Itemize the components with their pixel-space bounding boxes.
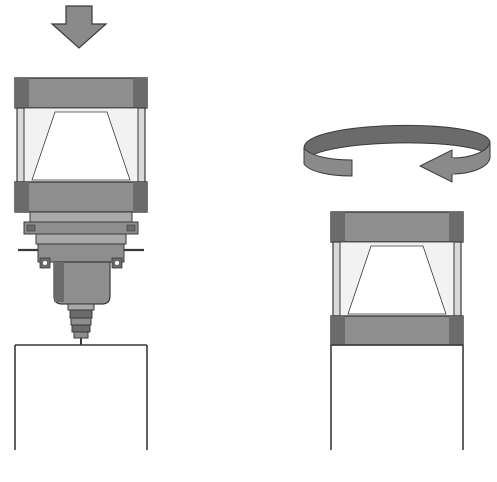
lamp-top-cap (14, 77, 148, 109)
pole-right (330, 344, 464, 450)
lamp-lens-right (332, 241, 462, 317)
lamp-top-cap-right (330, 211, 464, 243)
step-rotate (303, 124, 491, 450)
lamp-lens (16, 107, 146, 183)
rotate-arrow-icon (303, 124, 491, 183)
step-press-down (14, 5, 148, 450)
mounting-adapter (18, 211, 144, 269)
arrow-down-icon (50, 5, 108, 49)
cable-gland (67, 303, 95, 345)
lamp-bottom-cap (14, 181, 148, 213)
pole-left (14, 344, 148, 450)
lamp-bottom-cap-right (330, 315, 464, 346)
